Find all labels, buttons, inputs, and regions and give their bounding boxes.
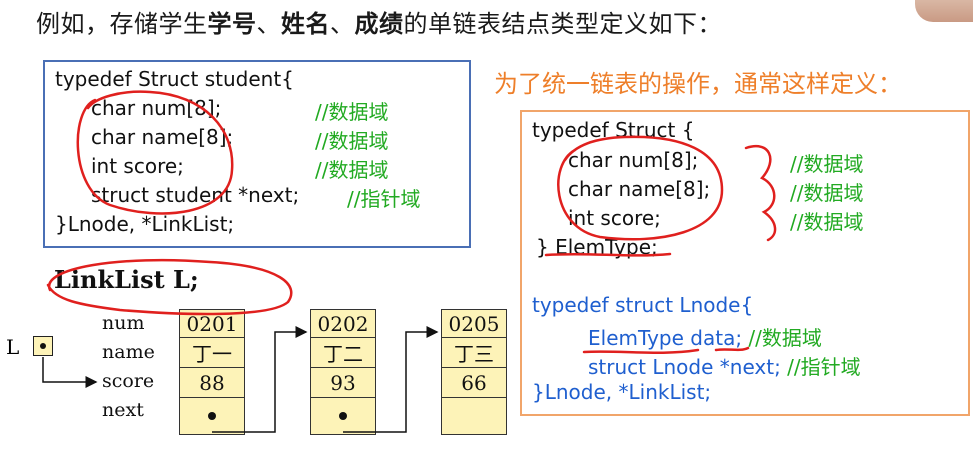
node-score: 66 bbox=[442, 368, 506, 398]
heading-sep2: 、 bbox=[330, 10, 355, 38]
code-comment: //数据域 bbox=[315, 100, 389, 124]
next-arrow-1 bbox=[212, 326, 308, 433]
field-label-name: name bbox=[102, 341, 155, 363]
field-label-num: num bbox=[102, 312, 145, 334]
head-pointer-label: L bbox=[6, 335, 20, 359]
field-label-score: score bbox=[102, 370, 155, 392]
heading-bold-score: 成绩 bbox=[354, 10, 404, 38]
heading-suffix: 的单链表结点类型定义如下： bbox=[403, 10, 722, 38]
list-node-2: 0202 丁二 93 bbox=[310, 309, 376, 435]
heading-bold-id: 学号 bbox=[207, 10, 257, 38]
right-code-box: typedef Struct { char num[8]; //数据域 char… bbox=[520, 110, 970, 416]
pointer-dot bbox=[208, 412, 216, 420]
brace-right bbox=[744, 145, 777, 242]
head-arrow bbox=[42, 357, 98, 388]
page-heading: 例如，存储学生学号、姓名、成绩的单链表结点类型定义如下： bbox=[36, 4, 722, 39]
node-name: 丁二 bbox=[311, 338, 375, 368]
code-line: ElemType data; //数据域 bbox=[588, 326, 822, 350]
presenter-avatar bbox=[915, 0, 973, 22]
node-name: 丁一 bbox=[180, 338, 244, 368]
code-line: char name[8]; bbox=[568, 177, 711, 201]
field-label-next: next bbox=[102, 399, 144, 421]
right-title: 为了统一链表的操作，通常这样定义： bbox=[494, 70, 902, 98]
list-node-3: 0205 丁三 66 bbox=[441, 309, 507, 435]
linklist-declaration: LinkList L; bbox=[54, 265, 199, 294]
code-line: }Lnode, *LinkList; bbox=[55, 212, 235, 236]
circle-right-fields bbox=[557, 135, 724, 241]
code-line: typedef struct Lnode{ bbox=[532, 293, 754, 317]
node-score: 93 bbox=[311, 368, 375, 398]
node-next bbox=[311, 398, 375, 434]
pointer-dot bbox=[339, 412, 347, 420]
node-next bbox=[442, 398, 506, 434]
code-comment: //数据域 bbox=[315, 158, 389, 182]
left-code-box: typedef Struct student{ char num[8]; //数… bbox=[43, 60, 471, 248]
code-line: struct student *next; bbox=[91, 183, 300, 207]
code-line: char name[8]; bbox=[91, 125, 234, 149]
heading-sep1: 、 bbox=[256, 10, 281, 38]
code-line: typedef Struct student{ bbox=[55, 67, 294, 91]
heading-bold-name: 姓名 bbox=[281, 10, 330, 38]
red-annotations bbox=[46, 90, 777, 354]
code-line: char num[8]; bbox=[568, 148, 699, 172]
head-pointer-box bbox=[33, 336, 53, 356]
code-comment: //数据域 bbox=[790, 210, 864, 234]
underline-elemtype bbox=[544, 252, 672, 257]
code-comment: //数据域 bbox=[315, 129, 389, 153]
code-line: int score; bbox=[91, 154, 184, 178]
code-comment: //指针域 bbox=[347, 187, 421, 211]
circle-left-fields bbox=[76, 90, 234, 215]
code-line: struct Lnode *next; //指针域 bbox=[588, 355, 861, 379]
node-num: 0205 bbox=[442, 310, 506, 338]
node-score: 88 bbox=[180, 368, 244, 398]
node-name: 丁三 bbox=[442, 338, 506, 368]
code-line: }Lnode, *LinkList; bbox=[532, 380, 712, 404]
code-comment: //数据域 bbox=[790, 152, 864, 176]
circle-declaration bbox=[46, 258, 293, 316]
node-next bbox=[180, 398, 244, 434]
node-num: 0202 bbox=[311, 310, 375, 338]
code-comment: //数据域 bbox=[790, 181, 864, 205]
underline-elemtype-2 bbox=[582, 348, 700, 354]
underline-data bbox=[714, 346, 750, 352]
heading-prefix: 例如，存储学生 bbox=[36, 10, 208, 38]
next-arrow-2 bbox=[343, 326, 439, 433]
code-line: int score; bbox=[568, 206, 661, 230]
